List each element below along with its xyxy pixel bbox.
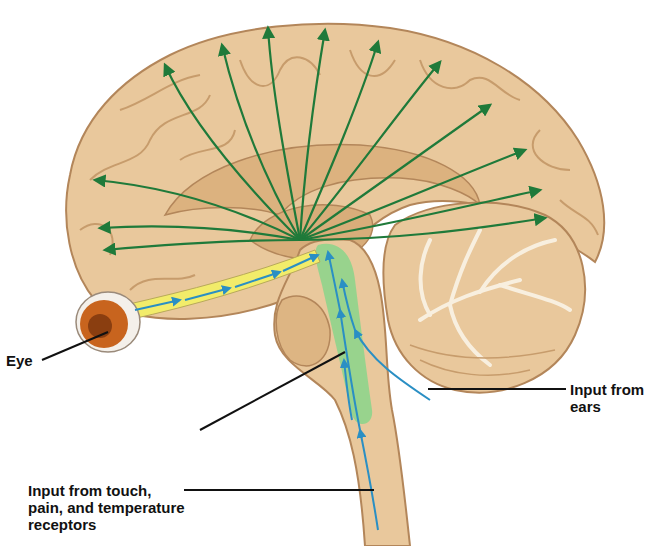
leader-lines — [42, 332, 566, 490]
brainstem — [274, 239, 410, 546]
sensory-pathways — [135, 252, 430, 530]
eyeball — [76, 292, 140, 352]
pathway-label: Eye — [6, 352, 66, 369]
pathway-label: Input from touch, pain, and temperature … — [28, 482, 188, 533]
cerebellum-folia — [410, 345, 555, 375]
activating-projections — [95, 28, 545, 250]
optic-nerve — [125, 250, 320, 320]
pons — [276, 296, 330, 366]
cerebellum — [384, 203, 585, 393]
arbor-vitae — [420, 230, 570, 365]
pathway-label: Input from ears — [570, 381, 646, 415]
